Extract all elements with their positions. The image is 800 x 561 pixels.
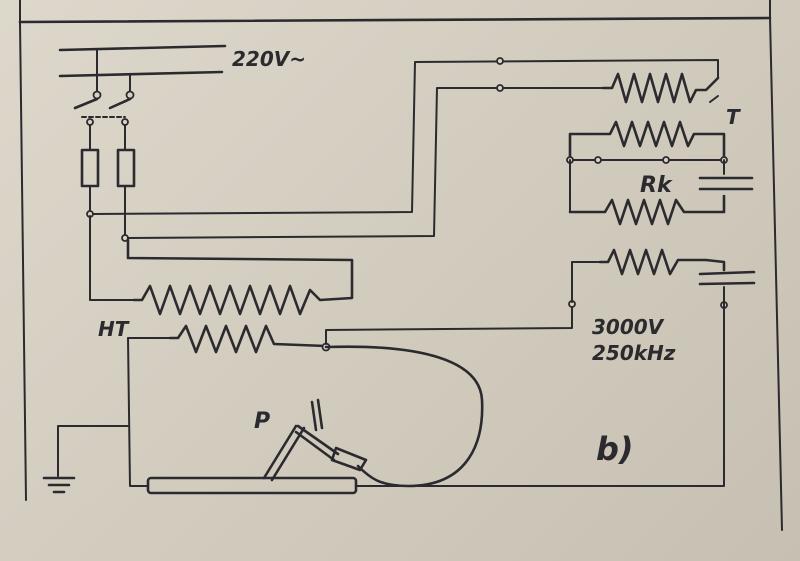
- rk-oscillator-loop: Rk: [566, 120, 754, 226]
- double-pole-switch: [73, 97, 132, 151]
- capacitor-label: Rk: [640, 173, 673, 198]
- probe-assembly: P: [254, 345, 484, 488]
- figure-label: b): [596, 430, 634, 468]
- ht-coil-lower: HT: [98, 300, 576, 354]
- mains-to-transformer-wires: [92, 57, 719, 239]
- probe-label: P: [254, 409, 270, 434]
- ht-coil-upper: [89, 215, 354, 316]
- supply-voltage-label: 220V~: [232, 47, 306, 71]
- ht-coil-label: HT: [98, 317, 130, 341]
- diagram-frame: [18, 0, 783, 531]
- supply-rails: 220V~: [58, 44, 306, 100]
- hf-output-coil: 3000V 250kHz: [355, 248, 756, 487]
- voltage-label: 3000V: [592, 315, 665, 339]
- frequency-label: 250kHz: [592, 341, 676, 365]
- workpiece-and-ground: [42, 337, 358, 495]
- transformer-primary-coil: T: [601, 72, 741, 129]
- transformer-label: T: [726, 105, 741, 129]
